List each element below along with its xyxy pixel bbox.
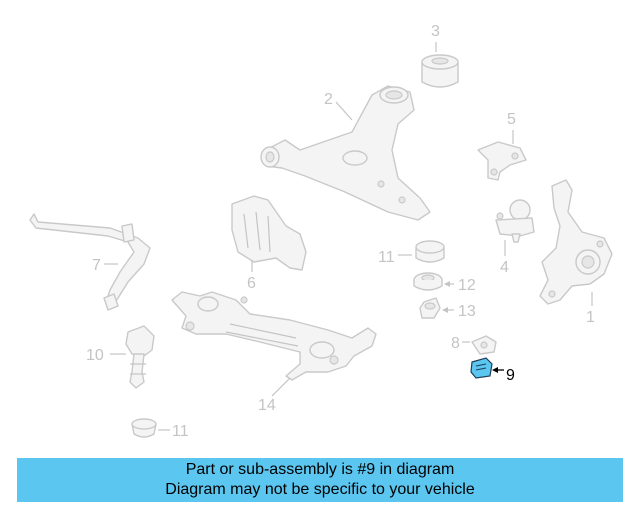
svg-text:3: 3	[431, 23, 440, 40]
svg-text:10: 10	[86, 347, 104, 364]
svg-text:6: 6	[247, 275, 256, 292]
callout-8: 8	[451, 335, 470, 352]
callout-2: 2	[324, 91, 353, 121]
part-11-bushing-lower	[131, 418, 157, 438]
part-14-subframe	[171, 291, 377, 381]
svg-text:11: 11	[378, 249, 395, 266]
part-4-ball-joint	[495, 199, 535, 243]
part-8-clip	[471, 335, 497, 355]
svg-text:5: 5	[507, 111, 516, 128]
callout-10: 10	[86, 347, 126, 364]
svg-text:1: 1	[586, 309, 595, 326]
part-11-bushing-upper	[415, 240, 445, 263]
part-6-shield	[231, 195, 307, 271]
svg-text:11: 11	[172, 423, 189, 440]
part-10-stabilizer-link	[125, 325, 155, 389]
svg-text:13: 13	[458, 303, 476, 320]
svg-text:4: 4	[500, 259, 509, 276]
callout-11-lower: 11	[158, 423, 189, 440]
part-1-knuckle	[539, 179, 613, 305]
part-7-stabilizer-bar	[29, 213, 151, 311]
callout-5: 5	[507, 111, 516, 144]
part-3-bushing	[421, 54, 459, 88]
callout-9: 9	[492, 367, 515, 384]
info-banner: Part or sub-assembly is #9 in diagram Di…	[17, 458, 623, 502]
callout-7: 7	[92, 257, 118, 274]
part-5-bracket	[477, 141, 527, 181]
callout-13: 13	[442, 303, 476, 320]
callout-3: 3	[431, 23, 440, 52]
part-9-bushing-highlighted[interactable]	[470, 357, 493, 379]
svg-text:9: 9	[506, 367, 515, 384]
svg-text:2: 2	[324, 91, 333, 108]
banner-line-1: Part or sub-assembly is #9 in diagram	[185, 461, 455, 478]
callout-12: 12	[444, 277, 476, 294]
svg-text:14: 14	[258, 397, 276, 414]
part-12-washer	[413, 272, 443, 291]
svg-text:12: 12	[458, 277, 476, 294]
callout-11-upper: 11	[378, 249, 412, 266]
callout-4: 4	[500, 240, 509, 276]
callout-1: 1	[586, 292, 595, 326]
part-2-control-arm	[260, 85, 431, 221]
svg-text:7: 7	[92, 257, 101, 274]
banner-line-2: Diagram may not be specific to your vehi…	[165, 481, 475, 498]
svg-text:8: 8	[451, 335, 460, 352]
callout-6: 6	[247, 260, 256, 292]
part-13-nut	[419, 297, 441, 319]
callout-14: 14	[258, 377, 291, 414]
